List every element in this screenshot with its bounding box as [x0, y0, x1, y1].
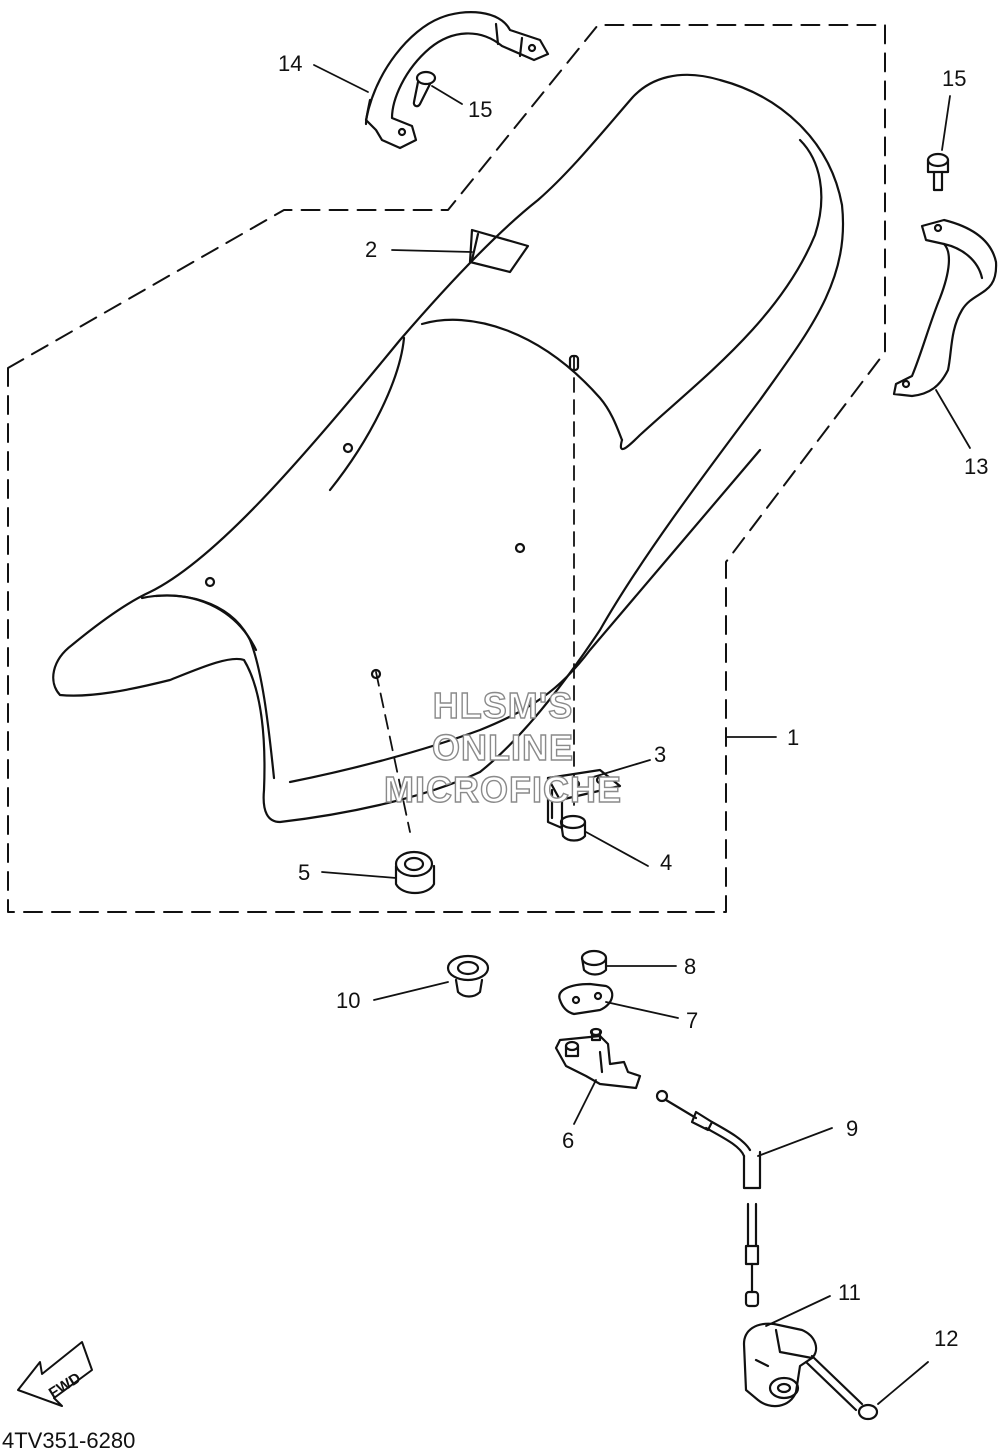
part-2-seat-tag [468, 228, 530, 274]
seat-hole [514, 542, 526, 554]
part-4-nut [559, 814, 587, 842]
part-15-bolt-right [926, 152, 950, 192]
seat-assembly-boundary [7, 24, 886, 913]
callout-13: 13 [964, 454, 989, 479]
part-10-damper [446, 954, 490, 998]
leader-7 [605, 1001, 679, 1019]
callout-12: 12 [934, 1326, 959, 1351]
callout-3: 3 [654, 742, 667, 767]
callout-2: 2 [365, 237, 378, 262]
seat-hole [342, 442, 354, 454]
callout-7: 7 [686, 1008, 699, 1033]
callout-6: 6 [562, 1128, 575, 1153]
leader-5 [321, 871, 397, 879]
leader-12 [877, 1361, 929, 1405]
part-14-grab-bar [364, 11, 550, 150]
part-7-plate [558, 982, 614, 1016]
part-11-seat-lock [742, 1322, 818, 1408]
leader-2 [391, 249, 473, 253]
leader-3 [589, 759, 651, 779]
part-5-damper [394, 850, 436, 895]
callout-1: 1 [787, 725, 800, 750]
callout-9: 9 [846, 1116, 859, 1141]
leader-15-left [431, 85, 463, 105]
leader-14 [313, 64, 369, 93]
diagram-code: 4TV351-6280 [2, 1428, 136, 1453]
callout-8: 8 [684, 954, 697, 979]
leader-15-right [941, 95, 951, 151]
part-15-bolt-left [412, 70, 437, 108]
fwd-label: FWD [46, 1369, 84, 1402]
part-9-seat-lock-cable [655, 1089, 762, 1308]
alignment-line-5 [375, 671, 411, 833]
watermark-line-2: ONLINE [431, 727, 574, 768]
seat-side-contour-upper [328, 336, 406, 492]
fwd-arrow-icon [17, 1341, 93, 1407]
leader-6 [573, 1079, 597, 1125]
callout-14: 14 [278, 51, 303, 76]
callout-11: 11 [838, 1280, 861, 1305]
part-13-grab-bar [892, 218, 998, 398]
leader-13 [935, 389, 971, 449]
seat-hole [204, 576, 216, 588]
alignment-mark-top [568, 354, 580, 372]
part-3-bracket [546, 768, 622, 830]
callout-15-left: 15 [468, 97, 493, 122]
watermark-line-3: MICROFICHE [383, 769, 622, 810]
callout-10: 10 [336, 988, 361, 1013]
part-8-nut [580, 949, 608, 976]
callout-15-right: 15 [942, 66, 967, 91]
callout-5: 5 [298, 860, 311, 885]
seat-front-seam-inner [154, 594, 258, 652]
watermark-line-1: HLSM'S [432, 685, 574, 726]
leader-9 [757, 1127, 833, 1157]
seat-outline [52, 73, 845, 824]
callout-4: 4 [660, 850, 673, 875]
seat-rear-hump [619, 138, 823, 451]
part-6-seat-lock-hook [554, 1027, 642, 1090]
seat-rear-seam [420, 318, 624, 442]
leader-4 [585, 831, 649, 867]
part-12-bolt [804, 1354, 879, 1421]
leader-10 [373, 981, 449, 1001]
leader-11 [765, 1295, 831, 1327]
seat-side-contour [288, 448, 762, 784]
